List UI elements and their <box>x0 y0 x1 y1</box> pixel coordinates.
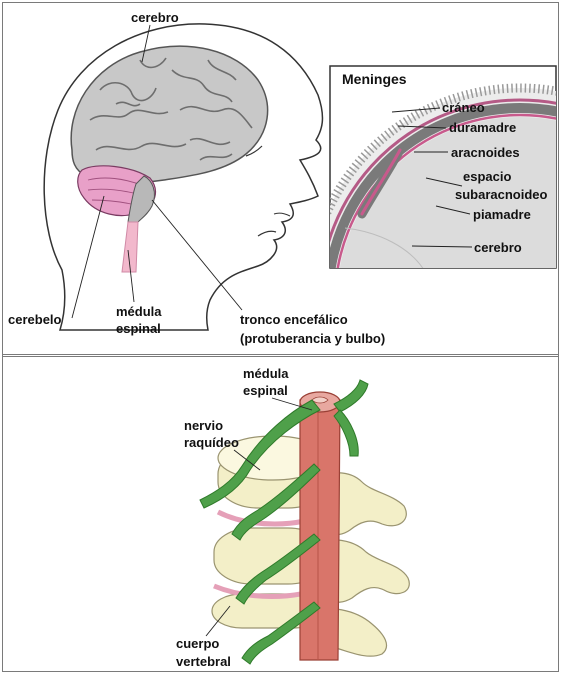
inset-label-cerebro: cerebro <box>474 240 522 255</box>
label-nervio-2: raquídeo <box>184 435 239 450</box>
label-medula-bottom-1: médula <box>243 366 289 381</box>
inset-label-espacio-1: espacio <box>463 169 511 184</box>
inset-label-duramadre: duramadre <box>449 120 516 135</box>
label-cerebelo: cerebelo <box>8 312 62 327</box>
inset-label-espacio-2: subaracnoideo <box>455 187 548 202</box>
meninges-inset: Meninges cráneo duramadre aracnoides esp… <box>308 66 563 512</box>
label-tronco-2: (protuberancia y bulbo) <box>240 331 385 346</box>
label-cerebro: cerebro <box>131 10 179 25</box>
label-tronco-1: tronco encefálico <box>240 312 348 327</box>
spine-illustration: médula espinal nervio raquídeo cuerpo ve… <box>176 366 409 669</box>
inset-label-craneo: cráneo <box>442 100 485 115</box>
label-medula-2: espinal <box>116 321 161 336</box>
label-cuerpo-1: cuerpo <box>176 636 219 651</box>
label-medula-1: médula <box>116 304 162 319</box>
inset-label-aracnoides: aracnoides <box>451 145 520 160</box>
label-nervio-1: nervio <box>184 418 223 433</box>
label-medula-bottom-2: espinal <box>243 383 288 398</box>
inset-label-piamadre: piamadre <box>473 207 531 222</box>
label-cuerpo-2: vertebral <box>176 654 231 669</box>
inset-title: Meninges <box>342 71 407 87</box>
spinal-cord-column <box>300 400 340 660</box>
